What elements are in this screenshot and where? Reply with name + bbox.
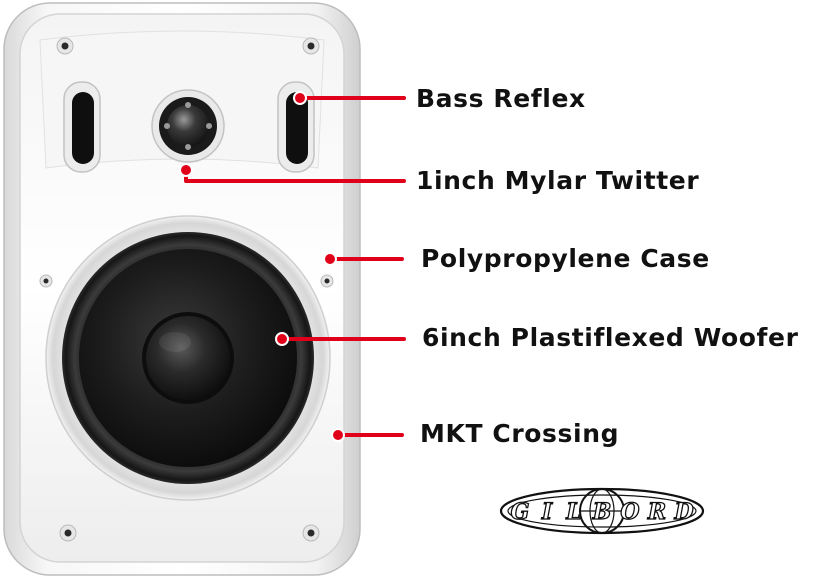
screw-hole-icon xyxy=(56,37,74,55)
screw-hole-icon xyxy=(302,37,320,55)
label-bass-reflex: Bass Reflex xyxy=(416,84,586,113)
logo-letter: R xyxy=(647,499,666,525)
label-crossing: MKT Crossing xyxy=(420,419,620,448)
label-case: Polypropylene Case xyxy=(421,244,710,273)
woofer xyxy=(45,215,331,501)
callout-lines xyxy=(179,91,406,442)
logo-letter: I xyxy=(541,499,553,525)
callout-dot-woofer xyxy=(275,332,289,346)
logo-letter: G xyxy=(511,499,530,525)
callout-dot-crossing xyxy=(331,428,345,442)
logo-letter: B xyxy=(592,499,612,525)
callout-dot-case xyxy=(323,252,337,266)
bass-reflex-port-left xyxy=(63,81,101,173)
label-woofer: 6inch Plastiflexed Woofer xyxy=(422,323,799,352)
label-tweeter: 1inch Mylar Twitter xyxy=(416,166,700,195)
screw-hole-icon xyxy=(302,524,320,542)
screw-hole-icon xyxy=(39,274,53,288)
logo-letter: D xyxy=(673,499,693,525)
callout-dot-bass-reflex xyxy=(293,91,307,105)
screw-hole-icon xyxy=(320,274,334,288)
bass-reflex-port-right xyxy=(277,81,315,173)
screw-hole-icon xyxy=(59,524,77,542)
callout-dot-tweeter xyxy=(179,163,193,177)
logo-letter: L xyxy=(565,499,581,525)
tweeter xyxy=(151,89,225,163)
logo-letter: O xyxy=(620,499,639,525)
